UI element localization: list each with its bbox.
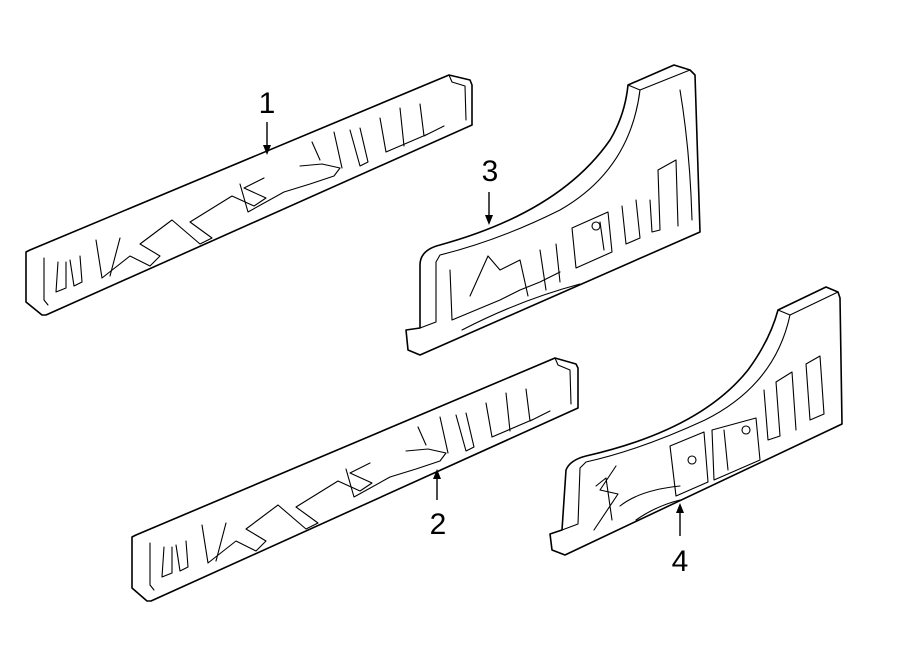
part-3-quarter-panel	[405, 64, 701, 356]
part-1-rocker-panel	[25, 74, 473, 316]
callout-1: 1	[259, 87, 276, 155]
part-2-rocker-panel	[131, 357, 579, 602]
callout-4: 4	[672, 503, 689, 578]
callout-3: 3	[482, 155, 499, 225]
callout-1-label: 1	[259, 87, 276, 120]
callout-2: 2	[430, 469, 447, 541]
callout-2-label: 2	[430, 508, 447, 541]
part-4-quarter-panel	[549, 286, 843, 556]
callout-4-label: 4	[672, 545, 689, 578]
callout-3-label: 3	[482, 155, 499, 188]
